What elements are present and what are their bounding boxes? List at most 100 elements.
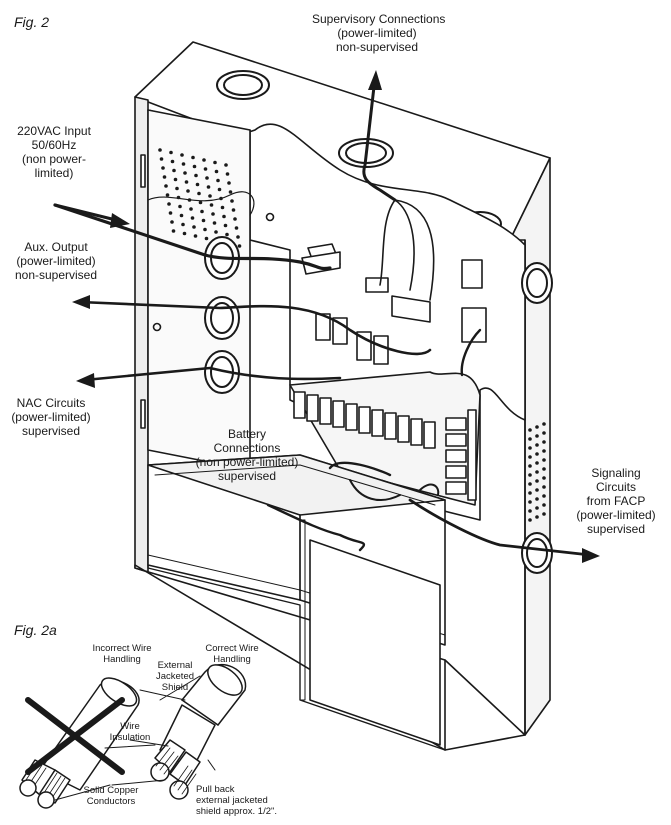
- vent-hole: [542, 422, 546, 426]
- vent-hole: [225, 172, 230, 176]
- vent-hole: [190, 216, 195, 220]
- vent-hole: [191, 155, 195, 160]
- label-line: from FACP: [586, 494, 646, 508]
- vent-hole: [233, 217, 237, 221]
- wiring: [53, 76, 592, 557]
- label-line: Shield: [161, 682, 189, 693]
- vent-hole: [535, 488, 539, 492]
- label-wire-insulation: Wire Insulation: [100, 721, 160, 743]
- terminal: [410, 418, 423, 446]
- vent-hole: [184, 180, 189, 184]
- vent-hole: [217, 187, 222, 192]
- vent-hole: [165, 193, 170, 197]
- label-line: Connections: [213, 441, 281, 455]
- vent-hole: [219, 196, 223, 201]
- vent-hole: [201, 218, 206, 223]
- terminal: [358, 406, 371, 434]
- label-line: Solid Copper: [83, 785, 139, 796]
- vent-hole: [528, 446, 532, 450]
- vent-hole: [181, 162, 186, 166]
- vent-hole: [183, 171, 187, 175]
- label-line: (power-limited): [11, 410, 91, 424]
- vent-hole: [206, 185, 211, 189]
- vent-hole: [204, 236, 209, 241]
- vent-hole: [193, 234, 198, 238]
- vent-hole: [170, 159, 175, 164]
- vent-hole: [214, 169, 219, 174]
- vent-hole: [528, 482, 532, 486]
- vent-hole: [194, 173, 198, 178]
- vent-hole: [227, 181, 231, 185]
- battery-block: [147, 454, 446, 751]
- label-external-shield: External Jacketed Shield: [145, 660, 205, 693]
- terminal-blocks: [293, 391, 436, 449]
- vent-hole: [203, 167, 208, 171]
- vent-hole: [182, 231, 187, 236]
- vent-hole: [209, 203, 214, 207]
- label-line: (non power-limited): [195, 455, 299, 469]
- copper-strands-correct: [155, 747, 197, 795]
- label-line: Conductors: [86, 796, 136, 807]
- terminal: [371, 409, 384, 437]
- vent-hole: [200, 209, 204, 214]
- vent-hole: [528, 473, 532, 477]
- vent-hole: [234, 226, 239, 230]
- vent-hole: [208, 194, 212, 198]
- label-line: Aux. Output: [24, 240, 88, 254]
- vent-hole: [225, 232, 229, 237]
- vent-hole: [164, 184, 168, 188]
- terminal: [345, 403, 358, 431]
- label-line: non-supervised: [335, 40, 419, 54]
- label-pull-back: Pull back external jacketed shield appro…: [196, 784, 306, 817]
- label-line: non-supervised: [14, 268, 98, 282]
- vent-hole: [542, 458, 546, 462]
- label-line: Supervisory Connections: [312, 12, 446, 26]
- vent-hole: [192, 164, 197, 169]
- vent-hole: [542, 431, 546, 435]
- vent-hole: [220, 205, 225, 210]
- vent-hole: [197, 191, 201, 196]
- vent-hole: [528, 428, 532, 432]
- top-knockouts: [216, 70, 502, 237]
- label-incorrect-handling: Incorrect Wire Handling: [86, 643, 158, 665]
- label-line: Handling: [103, 654, 141, 665]
- terminal: [332, 400, 345, 428]
- vent-hole: [202, 158, 206, 162]
- vent-hole: [180, 153, 184, 157]
- vent-hole: [535, 452, 539, 456]
- vent-hole: [542, 440, 546, 444]
- vent-hole: [542, 485, 546, 489]
- vent-hole: [175, 186, 179, 191]
- vent-hole: [216, 178, 220, 183]
- vent-hole: [237, 244, 242, 248]
- vent-hole: [198, 200, 203, 205]
- vent-hole: [179, 213, 184, 218]
- figure-2a-title: Fig. 2a: [14, 622, 57, 638]
- vent-hole: [535, 506, 539, 510]
- label-line: Correct Wire: [205, 643, 259, 654]
- label-line: supervised: [217, 469, 277, 483]
- label-correct-handling: Correct Wire Handling: [196, 643, 268, 665]
- label-line: external jacketed: [196, 795, 268, 806]
- vent-hole: [205, 176, 209, 180]
- vent-hole: [528, 500, 532, 504]
- vent-hole: [535, 443, 539, 447]
- label-line: supervised: [586, 522, 646, 536]
- label-line: Circuits: [595, 480, 636, 494]
- vent-hole: [161, 166, 165, 170]
- vent-hole: [535, 515, 539, 519]
- vent-hole: [172, 168, 176, 173]
- mounting-slots: [140, 154, 275, 429]
- vent-hole: [542, 476, 546, 480]
- label-line: (non power-: [21, 152, 87, 166]
- vent-hole: [169, 150, 173, 155]
- vent-hole: [195, 182, 200, 187]
- label-line: Handling: [213, 654, 251, 665]
- circuit-board: [289, 243, 487, 506]
- vent-hole: [528, 437, 532, 441]
- label-supervisory: Supervisory Connections (power-limited) …: [312, 12, 446, 54]
- vent-hole: [158, 148, 162, 152]
- vent-hole: [535, 470, 539, 474]
- vent-hole: [211, 212, 215, 216]
